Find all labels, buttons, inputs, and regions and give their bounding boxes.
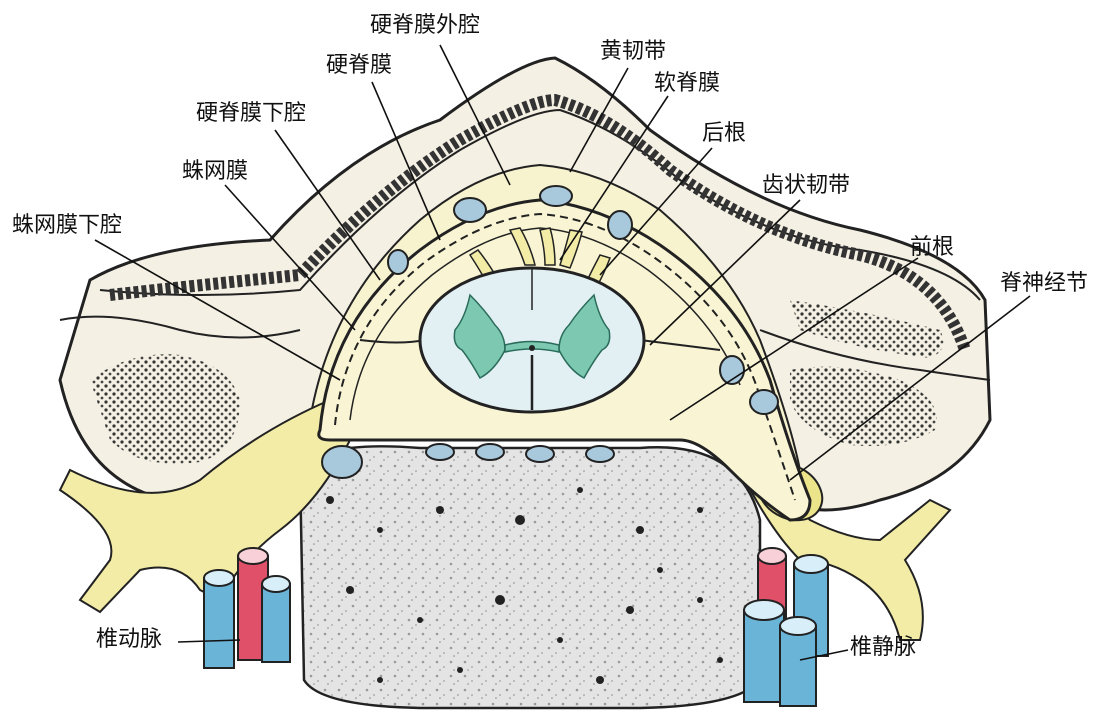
label-vertebral-vein: 椎静脉 [850,635,917,660]
label-dura-mater: 硬脊膜 [326,53,393,78]
right-transverse-process-bone [790,366,937,446]
right-vein-vessel-2 [743,609,785,703]
label-spinal-ganglion: 脊神经节 [1000,271,1089,296]
left-transverse-process-bone [90,354,240,464]
arachnoid-dashed-line [334,212,796,501]
label-anterior-root: 前根 [910,235,955,260]
leader-lines [94,44,1031,661]
right-pedicle-bone [790,300,944,358]
subarachnoid-inner-line [349,227,741,421]
label-ligamentum-flavum: 黄韧带 [600,39,667,64]
leader-vertebral-vein [799,649,849,661]
leader-dura-mater [371,81,441,241]
label-epidural-space: 硬脊膜外腔 [370,13,481,38]
leader-arachnoid [224,184,356,331]
label-subdural-space: 硬脊膜下腔 [196,101,307,126]
leader-pia-mater [559,95,669,261]
label-denticulate-ligament: 齿状韧带 [762,173,851,198]
left-vein-vessel-1 [203,577,235,669]
central-canal [529,345,535,351]
epidural-veins [321,185,779,479]
vertebral-artery-group [203,547,291,669]
vertebral-vein-group [743,547,829,707]
leader-posterior-root [599,147,713,276]
leader-epidural-space [439,44,511,186]
leader-anterior-root [669,257,919,421]
left-spinal-nerve [58,398,352,614]
leader-denticulate-ligament [649,199,801,346]
leader-subdural-space [274,129,381,281]
leader-vertebral-artery [177,639,241,643]
left-vein-vessel-2 [261,583,291,663]
label-pia-mater: 软脊膜 [654,71,721,96]
right-vein-vessel-3 [779,625,817,707]
label-subarachnoid-space: 蛛网膜下腔 [12,213,123,238]
lamina-cortical-band [109,93,971,352]
leader-ligamentum-flavum [569,67,629,173]
leader-spinal-ganglion [789,295,1031,481]
denticulate-ligament-right [639,339,721,351]
vertebral-body [298,445,762,710]
leader-subarachnoid-space [94,239,341,381]
label-vertebral-artery: 椎动脉 [96,627,163,652]
vertebral-body-marrow-spots [326,487,723,684]
arch-right-lower-line [759,329,991,381]
grey-matter [453,293,611,380]
arch-inner-line [99,108,981,301]
label-posterior-root: 后根 [702,121,747,146]
label-arachnoid: 蛛网膜 [182,159,249,184]
